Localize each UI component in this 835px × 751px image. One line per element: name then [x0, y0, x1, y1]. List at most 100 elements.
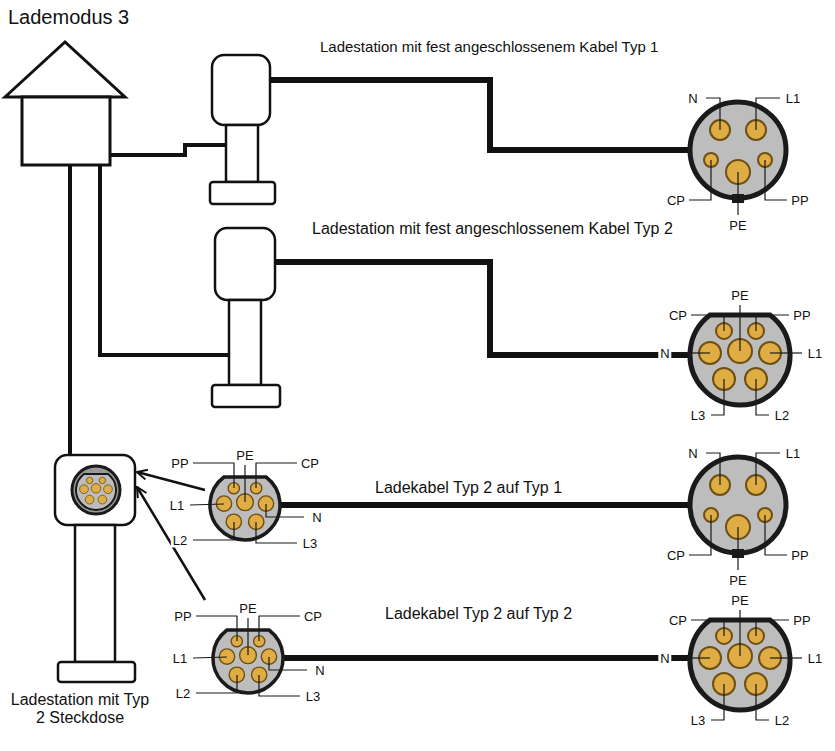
- pin-label: L2: [171, 533, 189, 548]
- pin-label: N: [686, 446, 699, 461]
- pin-label: L1: [784, 446, 802, 461]
- pin-label: N: [310, 510, 323, 525]
- plug-in-arrow: [137, 472, 205, 490]
- charge-cable: [270, 80, 690, 658]
- pin-label: CP: [665, 548, 687, 563]
- leader-line: [706, 98, 720, 130]
- leader-line: [247, 618, 248, 655]
- station-label: Ladestation mit Typ 2 Steckdose: [10, 691, 150, 728]
- pin-label: L2: [773, 713, 791, 728]
- leader-line: [770, 657, 802, 658]
- leader-line: [691, 315, 724, 331]
- pin-label: CP: [667, 308, 689, 323]
- leader-lines: [190, 98, 802, 720]
- pin-label: PE: [237, 601, 258, 616]
- leader-line: [190, 504, 224, 505]
- station-label: Ladekabel Typ 2 auf Typ 2: [385, 605, 572, 623]
- leader-line: [678, 657, 710, 658]
- leader-line: [756, 98, 780, 130]
- plug-in-arrow: [137, 487, 205, 600]
- station-label: Ladestation mit fest angeschlossenem Kab…: [320, 38, 658, 55]
- pin-label: L1: [171, 651, 189, 666]
- pin-label: PE: [727, 573, 748, 588]
- pin-label: L3: [689, 408, 707, 423]
- pin-label: PE: [234, 448, 255, 463]
- pin-label: L3: [304, 689, 322, 704]
- leader-line: [266, 504, 304, 517]
- leader-line: [711, 379, 724, 415]
- leader-line: [196, 616, 237, 641]
- leader-line: [259, 675, 300, 696]
- station-label: Ladestation mit fest angeschlossenem Kab…: [312, 220, 673, 238]
- leader-line: [193, 463, 234, 488]
- pin-label: PE: [727, 218, 748, 233]
- pin-label: CP: [665, 193, 687, 208]
- pin-label: L3: [689, 713, 707, 728]
- pin-label: PP: [791, 308, 812, 323]
- pin-label: L1: [168, 498, 186, 513]
- leader-line: [256, 463, 297, 488]
- pin-label: PE: [729, 288, 750, 303]
- pin-label: PP: [172, 609, 193, 624]
- pin-label: L1: [806, 651, 824, 666]
- pin-label: N: [686, 91, 699, 106]
- pin-label: PP: [789, 193, 810, 208]
- supply-wire: [70, 145, 229, 455]
- leader-line: [193, 657, 227, 658]
- leader-line: [739, 305, 740, 351]
- socket-station: Ladestation mit Typ 2 Steckdose: [55, 455, 135, 682]
- leader-line: [737, 527, 738, 570]
- pin-label: PE: [729, 593, 750, 608]
- leader-line: [244, 465, 245, 502]
- type2-socket: [72, 466, 120, 514]
- leader-line: [196, 675, 237, 693]
- leader-line: [737, 172, 738, 215]
- wallbox: [212, 228, 280, 407]
- leader-line: [706, 453, 720, 485]
- pin-label: N: [658, 651, 671, 666]
- title: Lademodus 3: [8, 6, 129, 29]
- pin-label: L2: [773, 408, 791, 423]
- pin-label: L1: [806, 346, 824, 361]
- pin-label: L2: [174, 686, 192, 701]
- leader-line: [765, 160, 787, 200]
- leader-line: [756, 620, 789, 636]
- station-label: Ladekabel Typ 2 auf Typ 1: [375, 479, 562, 497]
- pin-label: CP: [299, 456, 321, 471]
- pin-label: CP: [302, 609, 324, 624]
- charge-cable: Ladekabel Typ 2 auf Typ 1: [205, 455, 790, 570]
- leader-line: [256, 522, 297, 543]
- house: [5, 42, 125, 165]
- leader-line: [269, 657, 307, 670]
- pin-label: L1: [784, 91, 802, 106]
- pin-label: L3: [301, 536, 319, 551]
- leader-line: [691, 620, 724, 636]
- pin-label: PP: [791, 613, 812, 628]
- pin-label: PP: [169, 456, 190, 471]
- wallbox: [210, 55, 275, 204]
- leader-line: [678, 352, 710, 353]
- leader-line: [756, 453, 780, 485]
- leader-line: [770, 352, 802, 353]
- leader-line: [689, 160, 711, 200]
- leader-line: [739, 610, 740, 656]
- leader-line: [756, 315, 789, 331]
- wallbox-station: Ladestation mit fest angeschlossenem Kab…: [212, 228, 280, 408]
- leader-line: [689, 515, 711, 555]
- wallbox-station: Ladestation mit fest angeschlossenem Kab…: [212, 55, 275, 205]
- type2-socket-face: [76, 474, 116, 510]
- leader-line: [193, 522, 234, 540]
- leader-line: [756, 684, 769, 720]
- leader-line: [259, 616, 300, 641]
- leader-line: [711, 684, 724, 720]
- charge-cable: Ladekabel Typ 2 auf Typ 2: [205, 590, 790, 725]
- pin-label: CP: [667, 613, 689, 628]
- socket-station: [55, 455, 135, 682]
- pin-label: N: [313, 663, 326, 678]
- leader-line: [756, 379, 769, 415]
- pin-label: PP: [789, 548, 810, 563]
- leader-line: [765, 515, 787, 555]
- pin-label: N: [658, 346, 671, 361]
